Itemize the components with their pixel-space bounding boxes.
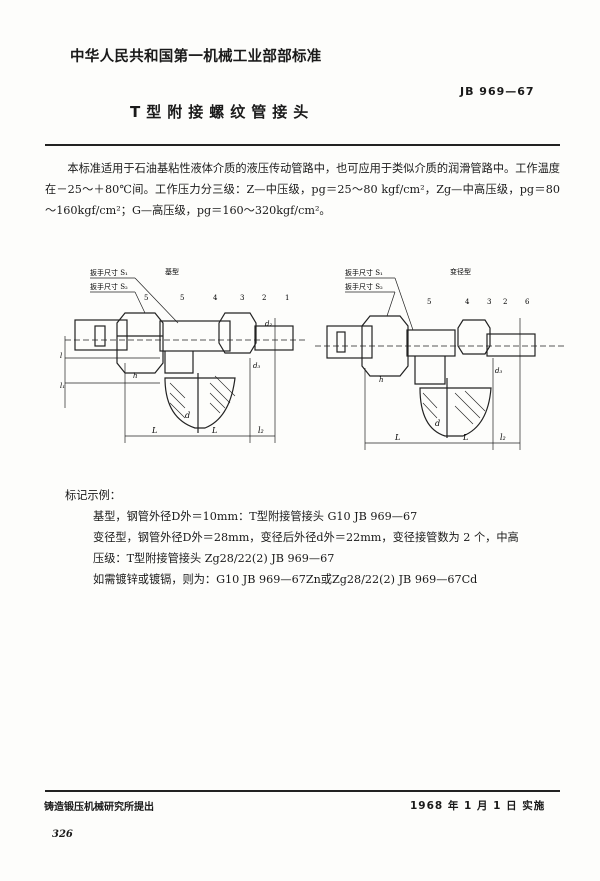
dim-d3: d₃ (253, 362, 260, 370)
dim-d: d (435, 419, 440, 428)
dim-h: h (133, 372, 138, 380)
proposing-institute: 铸造锻压机械研究所提出 (44, 802, 154, 813)
issuing-organization: 中华人民共和国第一机械工业部部标准 (70, 49, 322, 65)
wrench-size-s1-label: 扳手尺寸 S₁ (90, 268, 128, 277)
part-number-5: 5 (427, 298, 431, 306)
marking-example-reducing-line1: 变径型，钢管外径D外＝28mm，变径后外径d外＝22mm，变径接管数为 2 个，… (93, 531, 519, 544)
basic-type-drawing: 基型 扳手尺寸 S₁ 扳手尺寸 S₂ 5 5 4 3 2 1 L L l₂ d … (60, 267, 305, 443)
dim-d: d (185, 411, 190, 420)
marking-example-basic: 基型，钢管外径D外＝10mm：T型附接管接头 G10 JB 969—67 (93, 510, 418, 523)
effective-date: 1968 年 1 月 1 日 实施 (410, 800, 546, 812)
part-number-2: 2 (503, 298, 507, 306)
marking-example-reducing-line2: 压级：T型附接管接头 Zg28/22(2) JB 969—67 (93, 552, 335, 565)
standard-code: JB 969—67 (460, 85, 535, 98)
figure-caption: 变径型 (450, 267, 471, 276)
part-number-5a: 5 (144, 294, 148, 302)
figure-basic-type: 基型 扳手尺寸 S₁ 扳手尺寸 S₂ 5 5 4 3 2 1 L L l₂ d … (60, 258, 310, 458)
marking-example-plating: 如需镀锌或镀镉，则为：G10 JB 969—67Zn或Zg28/22(2) JB… (93, 573, 478, 586)
part-number-3: 3 (487, 298, 491, 306)
wrench-size-s2-label: 扳手尺寸 S₂ (345, 282, 383, 291)
reducing-type-drawing: 变径型 扳手尺寸 S₁ 扳手尺寸 S₂ 5 4 3 2 6 L L l₂ d d… (315, 267, 565, 450)
part-number-1: 1 (285, 294, 289, 302)
marking-examples: 标记示例： 基型，钢管外径D外＝10mm：T型附接管接头 G10 JB 969—… (65, 485, 519, 590)
dim-l1: l₁ (60, 382, 65, 390)
top-divider (45, 144, 560, 146)
dim-L-left: L (151, 426, 157, 435)
dim-d2: d₂ (265, 320, 272, 328)
part-number-4: 4 (213, 294, 218, 302)
part-number-3: 3 (240, 294, 244, 302)
page-number: 326 (52, 829, 73, 840)
dim-l2: l₂ (500, 433, 506, 442)
dim-h: h (379, 376, 384, 384)
part-number-4: 4 (465, 298, 470, 306)
part-number-2: 2 (262, 294, 266, 302)
wrench-size-s2-label: 扳手尺寸 S₂ (90, 282, 128, 291)
dim-l: l (60, 352, 62, 360)
wrench-size-s1-label: 扳手尺寸 S₁ (345, 268, 383, 277)
dim-L-left: L (394, 433, 400, 442)
dim-L-right: L (211, 426, 217, 435)
part-number-5b: 5 (180, 294, 184, 302)
dim-d3: d₃ (495, 367, 502, 375)
figure-reducing-type: 变径型 扳手尺寸 S₁ 扳手尺寸 S₂ 5 4 3 2 6 L L l₂ d d… (315, 258, 575, 458)
marking-heading: 标记示例： (65, 489, 121, 502)
bottom-divider (45, 790, 560, 792)
document-title: T型附接螺纹管接头 (130, 103, 315, 121)
dim-l2: l₂ (258, 426, 264, 435)
intro-paragraph: 本标准适用于石油基粘性液体介质的液压传动管路中，也可应用于类似介质的润滑管路中。… (45, 162, 560, 217)
part-number-6: 6 (525, 298, 530, 306)
dim-L-right: L (462, 433, 468, 442)
figure-caption: 基型 (165, 267, 179, 276)
